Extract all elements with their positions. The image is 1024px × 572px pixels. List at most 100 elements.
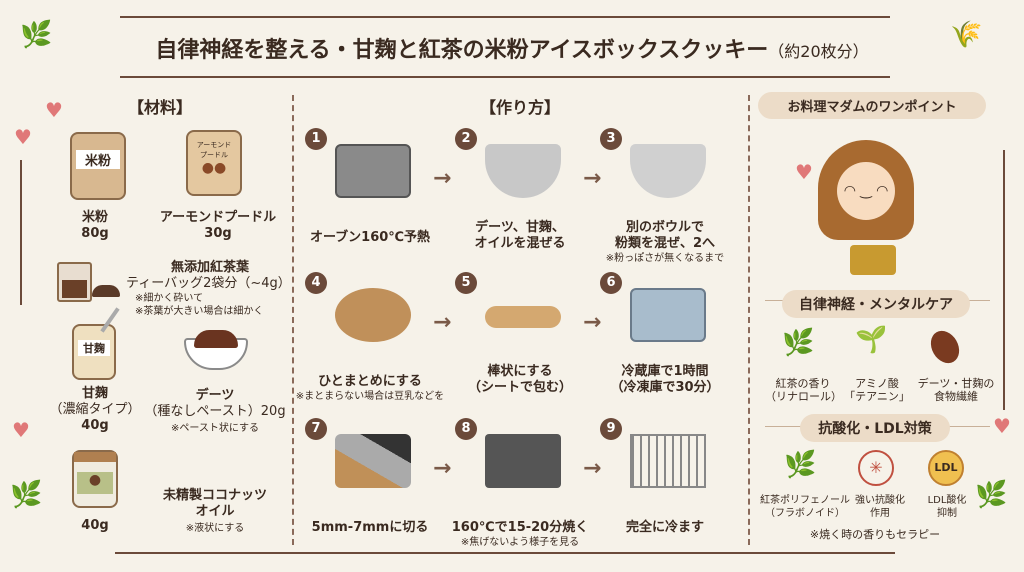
arrow-right-icon: → xyxy=(433,456,452,481)
benefit-item: LDL酸化抑制 xyxy=(915,494,979,520)
step-text: 粉類を混ぜ、2へ xyxy=(614,236,716,251)
ingredient-name: 無添加紅茶葉 xyxy=(170,260,249,275)
step-number: 9 xyxy=(600,418,622,440)
mental-care-heading: 自律神経・メンタルケア xyxy=(782,290,970,318)
step-number: 8 xyxy=(455,418,477,440)
ldl-badge-icon: LDL xyxy=(928,450,964,486)
title-main: 自律神経を整える・甘麹と紅茶の米粉アイスボックスクッキー xyxy=(155,38,769,63)
advice-heading: お料理マダムのワンポイント xyxy=(758,92,986,119)
benefit-line: 強い抗酸化 xyxy=(855,495,905,506)
benefit-line: 「テアニン」 xyxy=(844,390,910,403)
arrow-right-icon: → xyxy=(583,456,602,481)
benefit-line: 紅茶ポリフェノール xyxy=(760,495,850,506)
page-title: 自律神経を整える・甘麹と紅茶の米粉アイスボックスクッキー（約20枚分） xyxy=(0,32,1024,64)
madam-avatar: ◠ ‿ ◠ xyxy=(818,140,914,240)
column-divider xyxy=(292,95,294,545)
ingredient-amount: ティーバッグ2袋分（~4g） xyxy=(126,276,291,291)
step-text: （シートで包む） xyxy=(467,380,572,395)
benefit-item: アミノ酸「テアニン」 xyxy=(842,377,912,403)
benefit-line: 食物繊維 xyxy=(934,390,978,403)
benefit-line: 作用 xyxy=(870,508,890,519)
step-text: 160℃で15-20分焼く xyxy=(451,520,589,535)
benefit-item: デーツ・甘麹の食物繊維 xyxy=(912,377,1000,403)
apron xyxy=(850,245,896,275)
step-text: ひとまとめにする xyxy=(318,374,422,389)
tea-leaf-icon: 🌿 xyxy=(784,450,817,480)
rice-plant-icon: 🌾 xyxy=(950,20,983,50)
title-sub: （約20枚分） xyxy=(768,42,869,61)
baking-tray-icon xyxy=(485,434,561,488)
tea-leaf-aroma-icon: 🌿 xyxy=(782,328,815,358)
ingredient-name: 未精製ココナッツ xyxy=(162,488,267,503)
mixing-bowl-icon xyxy=(485,144,561,198)
steps-heading: 【作り方】 xyxy=(479,98,560,117)
molecule-icon: ✳ xyxy=(858,450,894,486)
leaf-branch-icon: 🌿 xyxy=(975,480,1008,510)
cooling-rack-icon xyxy=(630,434,706,488)
ingredient-amount: 30g xyxy=(204,226,232,241)
step-text: 完全に冷ます xyxy=(625,520,704,535)
ingredients-heading: 【材料】 xyxy=(127,98,192,117)
ingredient-name: アーモンドプードル xyxy=(159,210,277,225)
advice-footer: ※焼く時の香りもセラピー xyxy=(809,528,941,541)
rice-flour-label: 米粉 xyxy=(76,150,120,169)
step-text: オイルを混ぜる xyxy=(474,236,566,251)
amakoji-jar-icon: 甘麹 xyxy=(72,324,116,380)
step-text: オーブン160℃予熱 xyxy=(309,230,431,245)
benefit-line: LDL酸化 xyxy=(927,495,967,506)
step-note: ※まとまらない場合は豆乳などを xyxy=(295,391,445,402)
heart-icon: ♥ xyxy=(795,160,813,184)
benefit-line: （リナロール） xyxy=(765,390,842,403)
date-paste-bowl-icon xyxy=(184,330,248,370)
leaf-icon: 🌿 xyxy=(20,20,53,50)
benefit-line: （フラボノイド） xyxy=(765,508,845,519)
ingredient-name: デーツ xyxy=(195,388,235,403)
arrow-right-icon: → xyxy=(433,166,452,191)
dough-ball-icon xyxy=(335,288,411,342)
oven-icon xyxy=(335,144,411,198)
tea-leaves-pile-icon xyxy=(92,285,120,297)
left-border xyxy=(20,160,22,305)
benefit-item: 紅茶ポリフェノール （フラボノイド） xyxy=(755,494,855,520)
benefit-line: デーツ・甘麹の xyxy=(917,377,995,390)
step-number: 2 xyxy=(455,128,477,150)
ingredient-note: ※ペースト状にする xyxy=(171,423,259,434)
amakoji-jar-label: 甘麹 xyxy=(78,340,110,356)
arrow-right-icon: → xyxy=(433,310,452,335)
step-number: 1 xyxy=(305,128,327,150)
heart-icon: ♥ xyxy=(14,125,32,149)
step-text: 別のボウルで xyxy=(625,220,704,235)
date-fruit-icon xyxy=(925,325,965,369)
rolling-dough-icon xyxy=(485,306,561,328)
coconut-oil-jar-icon: ● xyxy=(72,450,118,508)
step-note: ※粉っぽさが無くなるまで xyxy=(605,253,725,264)
step-number: 4 xyxy=(305,272,327,294)
step-text: （冷凍庫で30分） xyxy=(610,380,720,395)
leaf-branch-icon: 🌿 xyxy=(10,480,43,510)
step-note: ※焦げないよう様子を見る xyxy=(460,537,580,548)
ingredient-name-line2: オイル xyxy=(195,504,235,519)
almond-flour-bag-icon: アーモンド プードル●● xyxy=(186,130,242,196)
step-text: デーツ、甘麹、 xyxy=(475,220,565,235)
ingredient-amount: 40g xyxy=(81,518,109,533)
right-border xyxy=(1003,150,1005,410)
ingredient-name: 甘麹 xyxy=(81,386,108,401)
benefit-item: 強い抗酸化作用 xyxy=(848,494,912,520)
benefit-line: アミノ酸 xyxy=(855,377,899,390)
step-text: 冷蔵庫で1時間 xyxy=(621,364,709,379)
benefit-line: 紅茶の香り xyxy=(775,377,831,390)
step-text: 棒状にする xyxy=(487,364,553,379)
title-top-rule xyxy=(120,16,890,18)
benefit-item: 紅茶の香り（リナロール） xyxy=(765,377,842,403)
arrow-right-icon: → xyxy=(583,166,602,191)
title-bottom-rule xyxy=(120,76,890,78)
ingredient-amount: 40g xyxy=(81,418,109,433)
ingredient-sub: （濃縮タイプ） xyxy=(49,402,141,417)
step-number: 3 xyxy=(600,128,622,150)
ingredient-note: ※茶葉が大きい場合は細かく xyxy=(135,306,264,317)
ingredient-name: 米粉 xyxy=(81,210,108,225)
step-number: 5 xyxy=(455,272,477,294)
heart-icon: ♥ xyxy=(45,98,63,122)
rice-flour-bag-icon: 米粉 xyxy=(70,132,126,200)
heart-icon: ♥ xyxy=(12,418,30,442)
